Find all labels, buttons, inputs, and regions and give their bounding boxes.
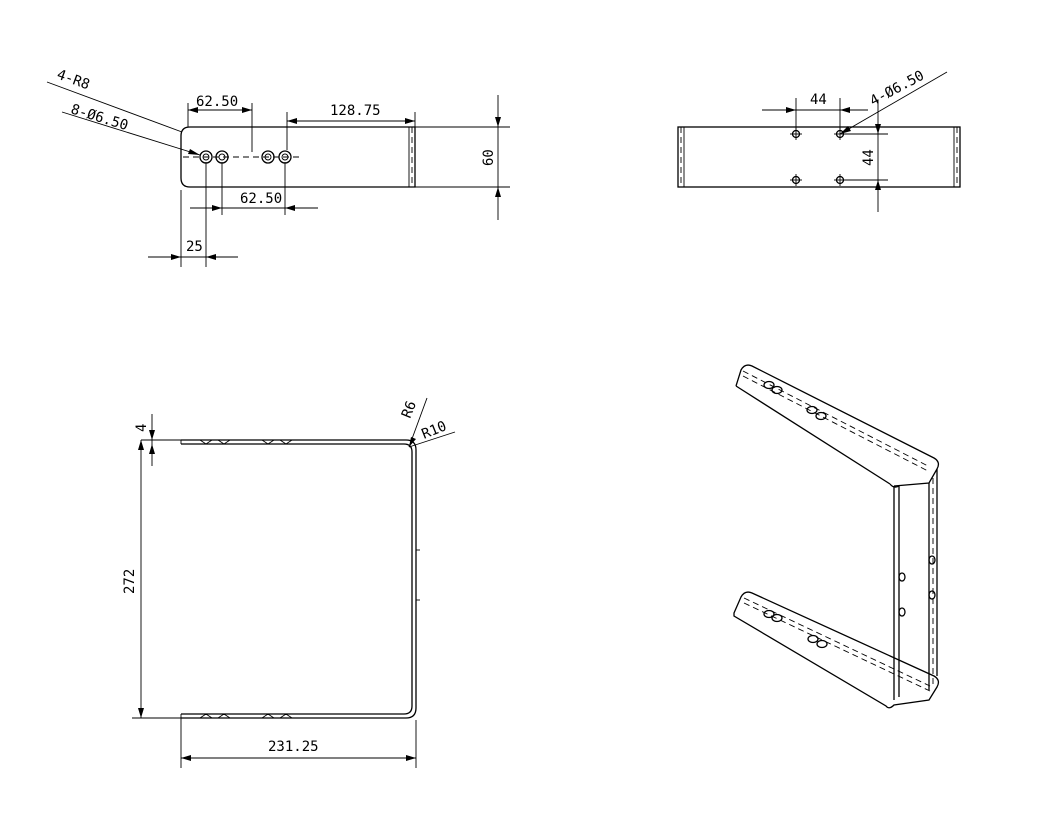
front-view: 4 272 231.25 R6 R10 (122, 397, 456, 768)
side-view-outline (677, 126, 961, 188)
front-view-outer (181, 439, 417, 719)
dim-spacing-h: 44 (810, 92, 827, 108)
callout-radius: 4-R8 (55, 67, 92, 94)
dim-width: 60 (481, 149, 497, 166)
dim-edge: 128.75 (330, 103, 381, 119)
isometric-view (733, 364, 940, 709)
dim-length: 231.25 (268, 739, 319, 755)
leader-line (408, 431, 456, 448)
leader-line (61, 111, 201, 156)
dim-thickness: 4 (134, 424, 150, 432)
dim-hole-bottom: 62.50 (240, 191, 282, 207)
leader-line (46, 81, 183, 133)
dim-offset: 25 (186, 239, 203, 255)
dim-hole-top: 62.50 (196, 94, 238, 110)
dim-height: 272 (122, 569, 138, 594)
side-view: 44 44 4-Ø6.50 (677, 68, 961, 212)
callout-outer-radius: R10 (420, 418, 449, 442)
front-view-inner (181, 443, 413, 715)
hole-marks-bottom (199, 713, 293, 719)
top-view-outline (180, 126, 416, 188)
top-view: 62.50 128.75 60 62.50 25 4-R8 8-Ø6.50 (46, 67, 510, 267)
side-hole-group (790, 128, 846, 186)
callout-holes: 8-Ø6.50 (69, 102, 130, 135)
iso-holes (763, 380, 936, 649)
leader-line (839, 71, 948, 135)
dim-spacing-v: 44 (861, 149, 877, 166)
hole-marks-top (199, 439, 293, 445)
iso-bottom-flange (733, 591, 940, 709)
callout-inner-radius: R6 (399, 399, 420, 421)
hole-group (199, 150, 292, 164)
iso-top-flange (735, 364, 940, 487)
